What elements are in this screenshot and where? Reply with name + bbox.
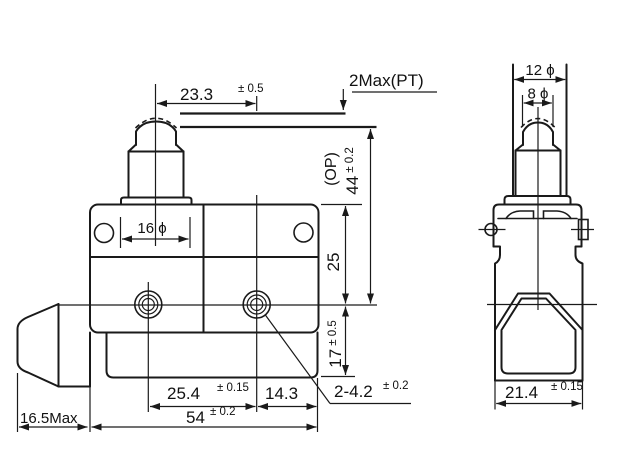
dimension-8dia-label: 8 ϕ: [528, 86, 549, 103]
dimension-17-label: 17± 0.5: [326, 320, 345, 367]
dimension-25-4-tol: ± 0.15: [217, 382, 249, 394]
dimension-21-4-tol: ± 0.15: [551, 381, 583, 393]
panel-hole-right: [293, 222, 314, 243]
dimension-54-value: 54: [186, 408, 205, 427]
dimension-23-3-value: 23.3: [180, 85, 213, 104]
op-label: (OP): [323, 152, 340, 186]
dimension-lines-side: [494, 76, 584, 410]
terminal-block: [105, 331, 319, 379]
dimension-25-label: 25: [324, 253, 343, 272]
dimension-54-tol: ± 0.2: [210, 406, 236, 418]
dimension-14-3-label: 14.3: [265, 384, 298, 403]
cable-boot: [16, 303, 91, 388]
side-view: 12 ϕ 8 ϕ 21.4 ± 0.15: [478, 62, 597, 410]
holes-note-tol: ± 0.2: [383, 380, 409, 392]
pretravel-label: 2Max(PT): [349, 71, 424, 90]
plunger-free-position-dashed-arc: [134, 117, 178, 129]
spring-clip-right: [542, 210, 572, 220]
dimension-21-4-value: 21.4: [505, 383, 538, 402]
plunger-front: [120, 84, 193, 246]
dimension-25-4-value: 25.4: [167, 384, 200, 403]
chevron-inner: [500, 297, 577, 331]
body-side-right: [574, 245, 584, 382]
reference-lines-front: [16, 96, 377, 432]
plunger-side: [512, 63, 568, 310]
dimension-44-label: 44± 0.2: [343, 147, 362, 194]
holes-note-value: 2-4.2: [334, 382, 373, 401]
front-view: 23.3 ± 0.5 2Max(PT) (OP) 44± 0.2 25 17± …: [16, 71, 437, 432]
plunger-base-flange: [120, 196, 193, 206]
body-side-left: [492, 245, 501, 382]
cavity-inner-wall: [500, 330, 577, 375]
mounting-bracket: [492, 203, 583, 248]
dimension-12dia-label: 12 ϕ: [525, 62, 554, 79]
boot-cone: [16, 303, 60, 388]
spring-clip-left: [505, 210, 535, 220]
dimension-lines-front: [19, 89, 437, 431]
chevron-outer: [494, 292, 584, 331]
plunger-cap-side: [522, 121, 554, 146]
holes-leader-line: [264, 314, 331, 404]
panel-hole-left: [93, 222, 115, 244]
switch-body-side: [478, 195, 597, 382]
switch-body-front: [89, 203, 320, 379]
dimension-16-5-label: 16.5Max: [20, 410, 78, 427]
dimension-16dia-label: 16 ϕ: [137, 220, 166, 237]
dimension-23-3-tol: ± 0.5: [238, 83, 264, 95]
cap-plate: [503, 195, 572, 206]
